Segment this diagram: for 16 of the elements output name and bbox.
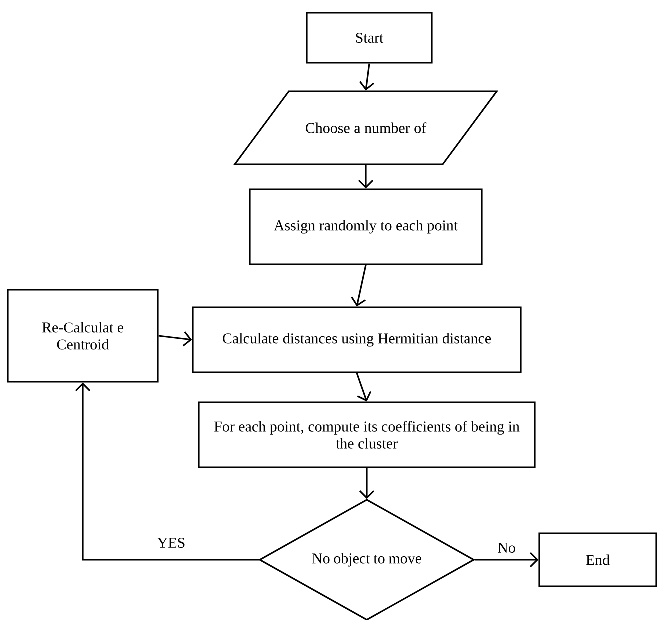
process-box: Calculate distances using Hermitian distance bbox=[192, 306, 522, 374]
process-box: Assign randomly to each point bbox=[249, 188, 483, 266]
arrow bbox=[75, 382, 260, 561]
edge-label: YES bbox=[156, 536, 187, 550]
arrow bbox=[359, 64, 374, 91]
edge-label: No bbox=[496, 542, 517, 554]
process-box: End bbox=[538, 532, 657, 588]
process-box: Start bbox=[306, 12, 433, 64]
arrow bbox=[474, 552, 539, 568]
arrow bbox=[158, 332, 192, 347]
process-box: For each point, compute its coefficients of being in the cluster bbox=[198, 402, 536, 468]
arrow bbox=[358, 165, 374, 189]
arrow bbox=[356, 373, 372, 402]
process-box: Re-Calculat e Centroid bbox=[7, 289, 159, 383]
arrow bbox=[351, 265, 367, 307]
arrow bbox=[359, 468, 375, 500]
